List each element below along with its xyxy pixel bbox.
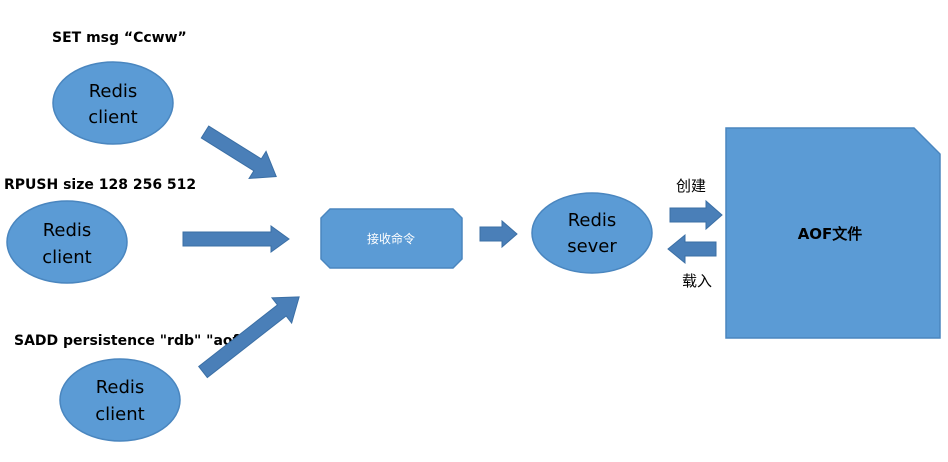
client-node-1: Redis client [52,61,174,145]
arrow-load [667,233,717,265]
client-1-line1: Redis [89,81,138,102]
client-node-2: Redis client [6,200,128,284]
arrow-client1-to-receiver [200,125,277,179]
client-node-3: Redis client [59,358,181,442]
arrow-client3-to-receiver [197,296,300,379]
client-1-line2: client [88,107,137,128]
command-set: SET msg “Ccww” [52,30,187,46]
client-2-line1: Redis [43,220,92,241]
aof-label: AOF文件 [798,225,863,243]
receiver-node: 接收命令 [320,208,463,269]
server-line1: Redis [568,210,617,231]
client-2-line2: client [42,247,91,268]
command-sadd: SADD persistence "rdb" "aof" [14,333,246,349]
client-3-line1: Redis [96,377,145,398]
client-3-line2: client [95,404,144,425]
arrow-create [669,199,723,231]
server-line2: sever [567,236,617,257]
command-rpush: RPUSH size 128 256 512 [4,177,197,193]
receiver-label: 接收命令 [367,231,415,246]
edge-label-create: 创建 [676,177,706,195]
server-node: Redis sever [531,192,653,274]
arrow-client2-to-receiver [182,225,290,253]
edge-label-load: 载入 [682,272,712,290]
arrow-receiver-to-server [479,219,518,249]
aof-file-node: AOF文件 [725,127,941,339]
